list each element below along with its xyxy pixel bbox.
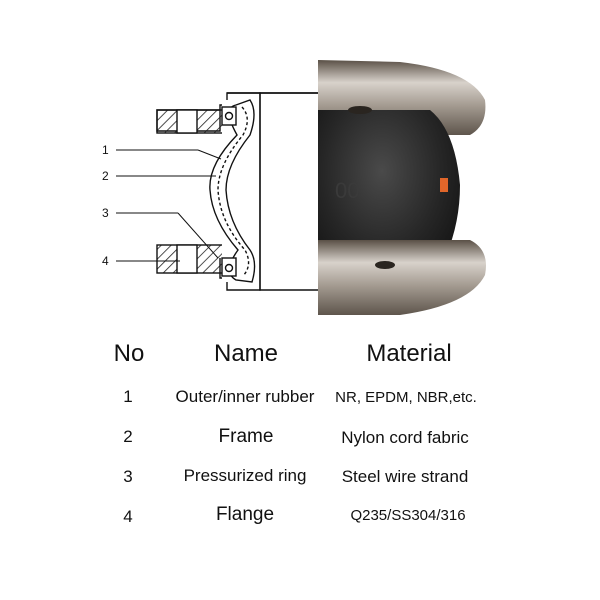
row-no: 4 — [123, 507, 133, 526]
row-name: Pressurized ring — [183, 466, 307, 485]
leader-lines — [116, 149, 222, 262]
callout-3: 3 — [102, 206, 109, 220]
row-material: Steel wire strand — [341, 467, 469, 486]
row-name: Frame — [218, 426, 274, 447]
header-name: Name — [213, 340, 279, 367]
row-name: Flange — [215, 504, 275, 525]
row-no: 1 — [123, 387, 133, 406]
header-no: No — [113, 340, 145, 367]
callout-4: 4 — [102, 254, 109, 268]
product-photo: 00 — [318, 60, 486, 315]
row-no: 2 — [123, 427, 133, 446]
orange-tag — [440, 178, 448, 192]
callout-2: 2 — [102, 169, 109, 183]
svg-text:00: 00 — [335, 178, 359, 203]
row-material: Q235/SS304/316 — [350, 507, 466, 524]
row-material: NR, EPDM, NBR,etc. — [335, 389, 477, 406]
row-no: 3 — [123, 467, 133, 486]
callout-1: 1 — [102, 143, 109, 157]
cross-section-drawing — [156, 92, 318, 291]
header-material: Material — [366, 340, 452, 367]
row-material: Nylon cord fabric — [341, 428, 469, 447]
row-name: Outer/inner rubber — [175, 387, 315, 406]
